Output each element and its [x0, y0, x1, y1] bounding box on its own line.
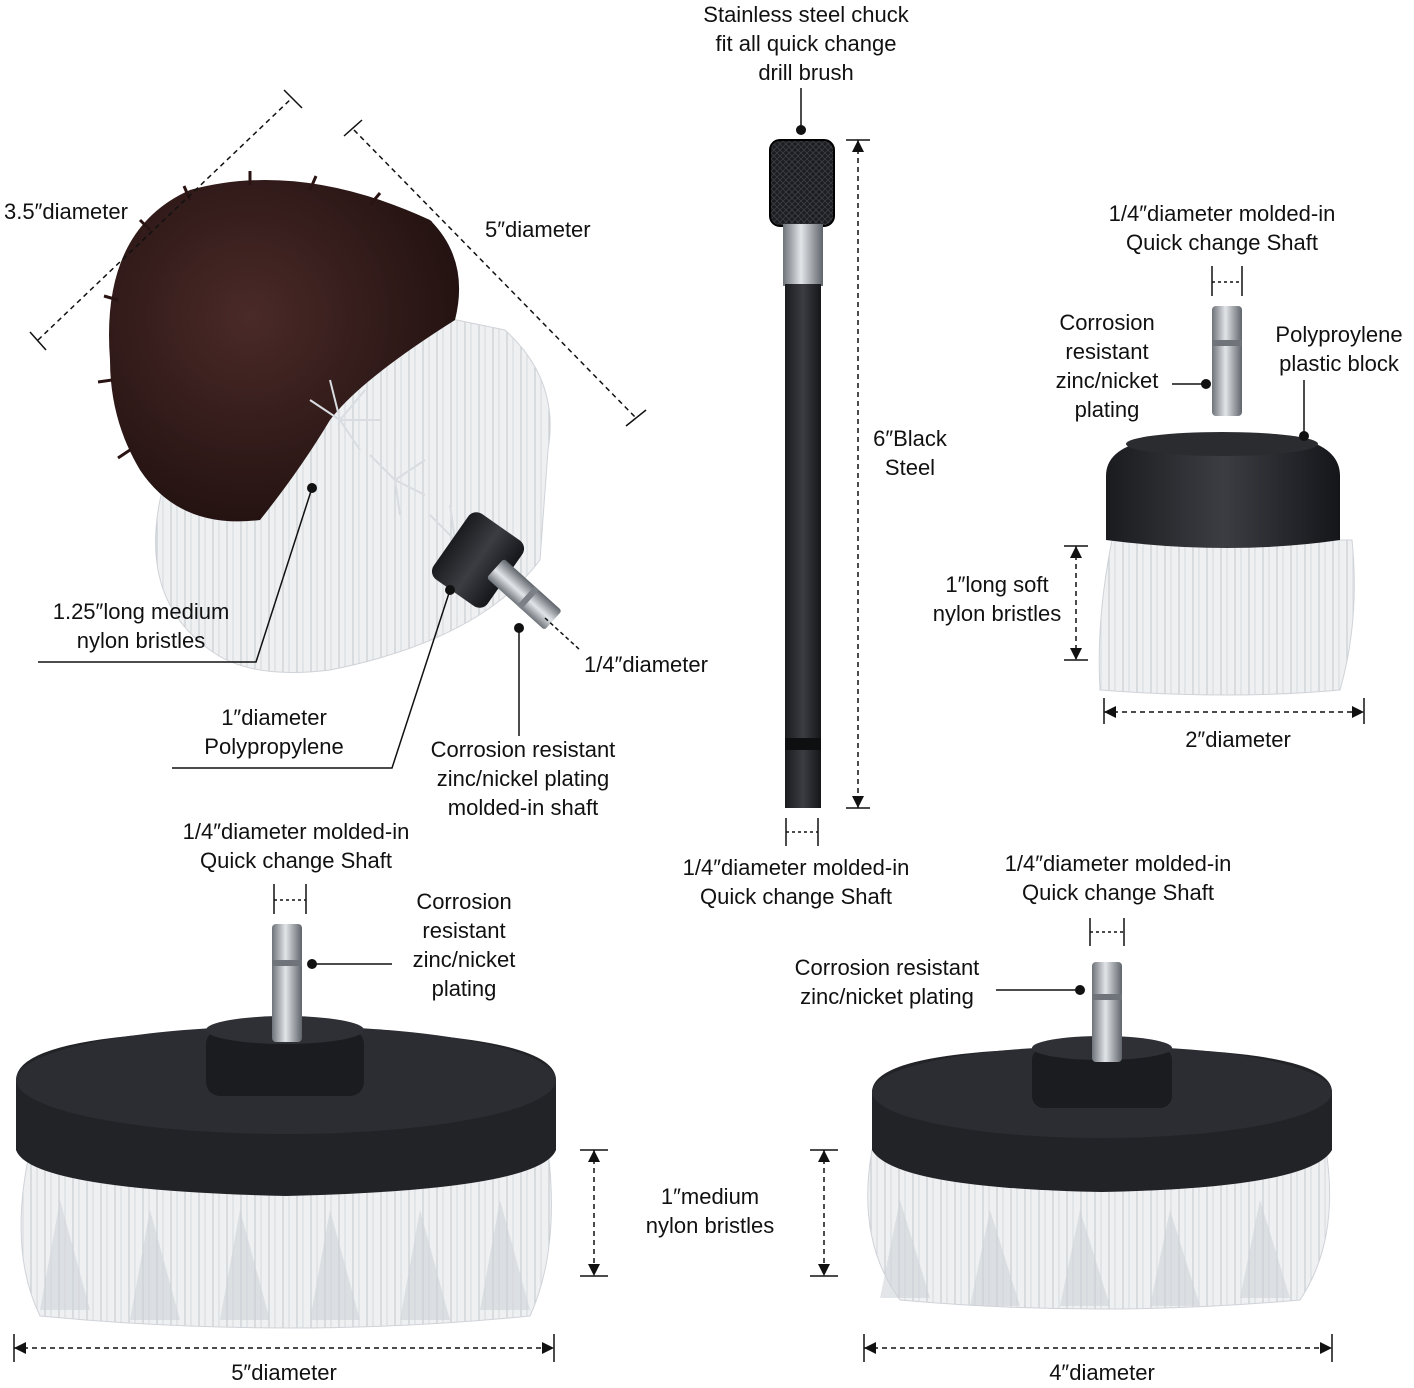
label-3-5-diameter: 3.5″diameter	[4, 199, 128, 224]
dark-bristles	[109, 180, 460, 522]
chuck-collar	[783, 224, 823, 286]
large-drill-brush	[16, 924, 556, 1329]
small-shank	[1212, 306, 1242, 416]
label-small-plating: Corrosion resistant zinc/nicket plating	[1055, 310, 1159, 422]
label-extension-shaft: 1/4″diameter molded-in Quick change Shaf…	[682, 855, 910, 909]
label-scrubber-bristles: 1.25″long medium nylon bristles	[52, 599, 230, 653]
label-5-diameter-scrubber: 5″diameter	[485, 217, 591, 242]
large-hub	[206, 1030, 364, 1096]
label-scrubber-shaft: Corrosion resistant zinc/nickel plating …	[430, 737, 616, 820]
label-medium-diameter: 4″diameter	[1049, 1360, 1155, 1385]
callout-dot-block	[445, 585, 455, 595]
callout-dot-shaft	[514, 623, 524, 633]
small-block	[1106, 440, 1340, 548]
medium-shank	[1092, 962, 1122, 1062]
label-chuck: Stainless steel chuck fit all quick chan…	[703, 2, 909, 85]
small-bristles	[1098, 539, 1355, 696]
label-small-block: Polyproylene plastic block	[1275, 322, 1403, 376]
callout-dot-bristles	[307, 483, 317, 493]
label-medium-shaft: 1/4″diameter molded-in Quick change Shaf…	[1004, 851, 1232, 905]
label-medium-plating: Corrosion resistant zinc/nicket plating	[794, 955, 980, 1009]
label-large-diameter: 5″diameter	[231, 1360, 337, 1385]
large-shank	[272, 924, 302, 1042]
label-small-shaft: 1/4″diameter molded-in Quick change Shaf…	[1108, 201, 1336, 255]
label-small-diameter: 2″diameter	[1185, 727, 1291, 752]
label-scrubber-shank: 1/4″diameter	[584, 652, 708, 677]
ball-scrubber-brush	[97, 171, 561, 673]
medium-hub	[1032, 1048, 1172, 1108]
chuck-knurled	[770, 140, 834, 226]
label-scrubber-block: 1″diameter Polypropylene	[204, 705, 344, 759]
scrubber-dimension-lines	[29, 89, 647, 769]
callout-dot-chuck	[796, 125, 806, 135]
label-6-black-steel: 6″Black Steel	[873, 426, 947, 480]
label-bristle-height: 1″medium nylon bristles	[645, 1184, 775, 1238]
extension-bar	[769, 139, 835, 808]
steel-bar	[785, 284, 821, 808]
medium-drill-brush	[867, 962, 1332, 1310]
small-drill-brush	[1098, 306, 1355, 696]
label-small-bristles: 1″long soft nylon bristles	[932, 572, 1062, 626]
hex-shank	[487, 559, 561, 629]
label-large-shaft: 1/4″diameter molded-in Quick change Shaf…	[182, 819, 410, 873]
label-large-plating: Corrosion resistant zinc/nicket plating	[412, 889, 516, 1001]
